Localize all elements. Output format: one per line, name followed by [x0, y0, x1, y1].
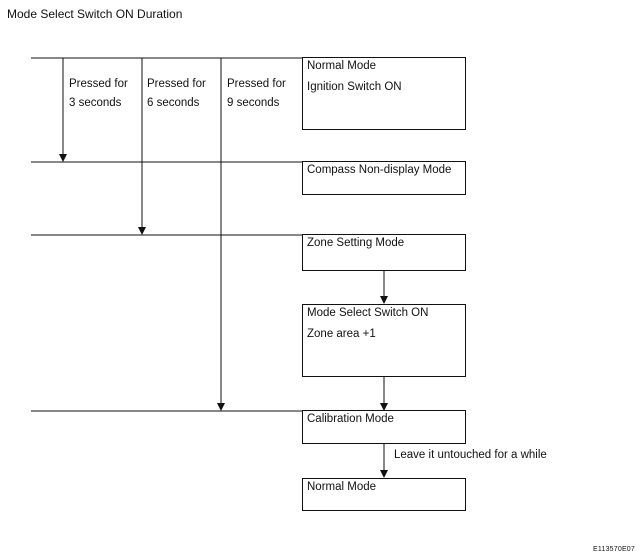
box-title: Zone Setting Mode	[307, 237, 405, 249]
compass-non-display-box: Compass Non-display Mode	[302, 161, 466, 195]
box-title: Normal Mode	[307, 481, 377, 493]
box-title: Normal Mode	[307, 60, 377, 72]
normal-mode-final-box: Normal Mode	[302, 478, 466, 511]
box-title: Mode Select Switch ON	[307, 307, 429, 319]
pressed-label-3s: Pressed for 3 seconds	[69, 78, 128, 109]
pressed-label-9s: Pressed for 9 seconds	[227, 78, 286, 109]
box-title: Calibration Mode	[307, 413, 394, 425]
calibration-mode-box: Calibration Mode	[302, 410, 466, 444]
box-subtitle: Zone area +1	[307, 328, 376, 340]
mode-select-switch-box: Mode Select Switch ON Zone area +1	[302, 304, 466, 377]
box-subtitle: Ignition Switch ON	[307, 81, 402, 93]
figure-code: E113570E07	[593, 546, 635, 553]
diagram-title: Mode Select Switch ON Duration	[7, 7, 183, 21]
normal-mode-box: Normal Mode Ignition Switch ON	[302, 57, 466, 130]
box-title: Compass Non-display Mode	[307, 164, 452, 176]
leave-untouched-note: Leave it untouched for a while	[394, 449, 547, 461]
zone-setting-box: Zone Setting Mode	[302, 234, 466, 271]
pressed-label-6s: Pressed for 6 seconds	[147, 78, 206, 109]
